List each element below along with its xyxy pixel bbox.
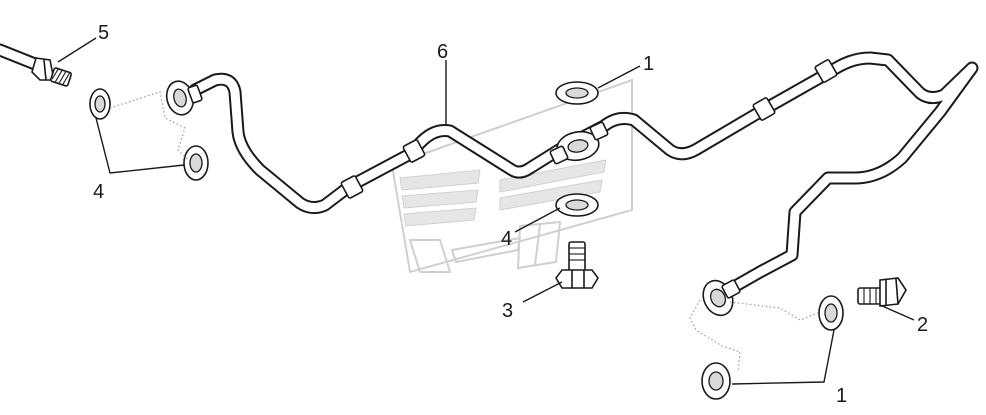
- callout-3: 3: [502, 300, 513, 322]
- assembly-path-right: [689, 299, 741, 373]
- part-5-pipe-end-fitting: [0, 43, 73, 87]
- leader-lines: [57, 37, 915, 385]
- callout-5: 5: [98, 22, 109, 44]
- part-2-banjo-bolt: [857, 277, 907, 307]
- callout-4-centre: 4: [501, 228, 512, 250]
- part-4-washer-upper: [89, 88, 111, 120]
- part-1-washer-top: [555, 81, 599, 105]
- part-4-washer-centre: [555, 193, 599, 217]
- assembly-path-right-upper: [729, 301, 821, 321]
- callout-6: 6: [437, 41, 448, 63]
- callout-4-left: 4: [93, 181, 104, 203]
- watermark-logo: [390, 78, 633, 274]
- part-3-banjo-bolt: [555, 241, 599, 289]
- callout-1-bottom: 1: [836, 385, 847, 407]
- part-1-washer-right-upper: [818, 295, 844, 331]
- callout-1-top: 1: [643, 53, 654, 75]
- part-1-washer-right-lower: [701, 362, 731, 400]
- part-4-washer-lower: [183, 145, 209, 181]
- callout-2: 2: [917, 314, 928, 336]
- part-6-main-pipe: [165, 51, 979, 317]
